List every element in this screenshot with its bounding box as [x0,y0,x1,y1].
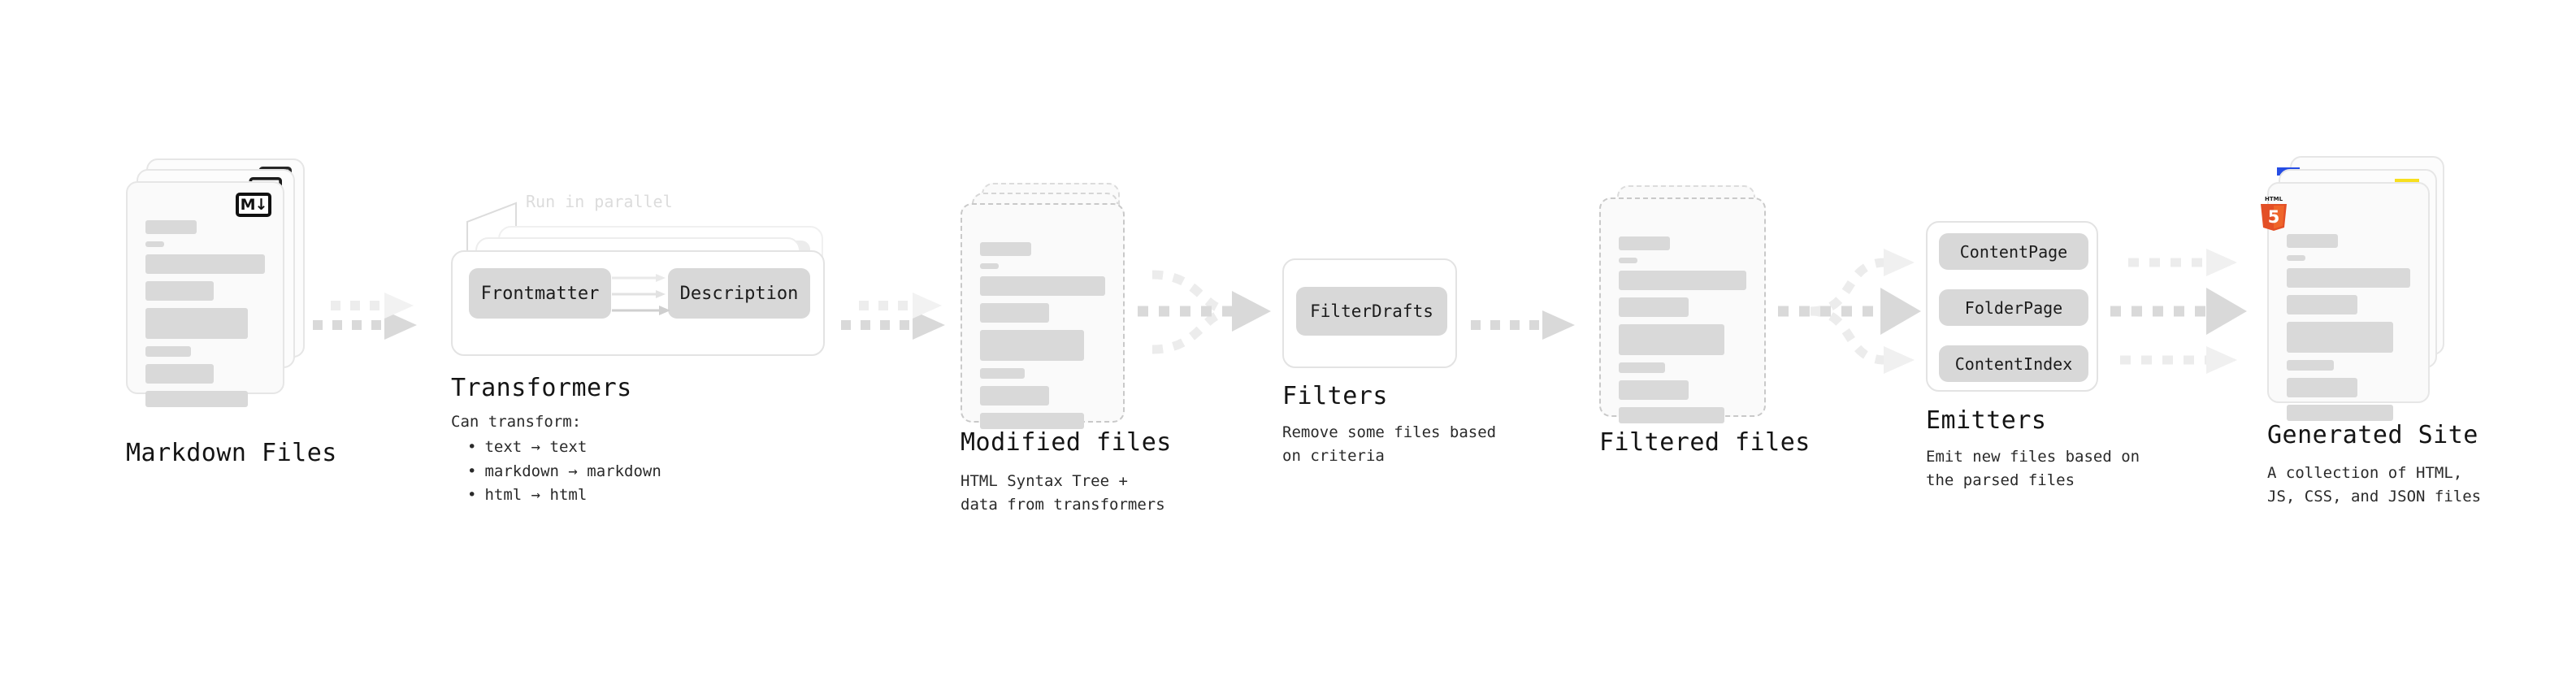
run-in-parallel-label: Run in parallel [526,192,673,211]
skeleton-bars [1619,236,1746,431]
svg-text:5: 5 [2268,207,2280,227]
markdown-badge-arrow: ↓ [254,195,268,214]
skeleton-bar [2287,378,2357,397]
skeleton-bar [2287,295,2357,314]
modified-files-stack [961,183,1139,429]
html5-badge: HTML 5 [2257,193,2290,231]
emitter-chip-contentpage[interactable]: ContentPage [1939,233,2088,270]
filtered-card-front [1599,197,1766,423]
transformers-title: Transformers [451,374,632,402]
markdown-badge: M↓ [236,193,271,217]
skeleton-bar [145,364,214,384]
arrow-modified-to-filters [1138,260,1284,366]
transformer-chip-frontmatter[interactable]: Frontmatter [469,268,611,319]
skeleton-bar [145,220,197,234]
skeleton-bar [1619,324,1725,355]
skeleton-bar [145,308,249,339]
skeleton-bar [1619,380,1689,400]
skeleton-bar [1619,271,1746,290]
filtered-files-stack [1599,185,1778,423]
skeleton-bar [980,276,1105,296]
emitter-chip-folderpage[interactable]: FolderPage [1939,289,2088,326]
skeleton-bar [980,386,1049,406]
emitter-chip-contentindex[interactable]: ContentIndex [1939,345,2088,382]
skeleton-bar [2287,268,2410,288]
arrow-filtered-to-emitters [1778,234,1932,388]
site-card-front: HTML 5 [2261,182,2430,421]
transformers-bullet: text → text [467,436,661,459]
emitters-box: ContentPage FolderPage ContentIndex [1926,221,2098,392]
generated-site-subtitle: A collection of HTML, JS, CSS, and JSON … [2267,464,2482,506]
transformer-chip-description[interactable]: Description [668,268,810,319]
skeleton-bar [145,391,249,407]
transformers-group: Run in parallel x x x x Frontmatter Desc… [451,192,833,358]
arrow-emitters-to-site [2110,234,2261,388]
arrow-markdown-to-transformers [313,286,418,343]
skeleton-bars [980,242,1105,436]
skeleton-bar [1619,258,1637,263]
skeleton-bar [1619,297,1689,317]
skeleton-bar [980,368,1026,379]
markdown-badge-letter: M [240,195,256,214]
skeleton-bar [980,242,1031,256]
arrow-filters-to-filtered [1471,286,1576,343]
filter-chip-filterdrafts[interactable]: FilterDrafts [1296,287,1447,336]
transformer-inner-arrows [612,274,670,315]
modified-card-front [961,203,1125,429]
skeleton-bar [2287,234,2338,248]
generated-site-title: Generated Site [2267,421,2478,449]
skeleton-bar [2287,360,2334,371]
generated-site-stack: HTML 5 [2261,156,2454,421]
skeleton-bar [2287,405,2393,421]
skeleton-bar [980,413,1084,429]
svg-text:HTML: HTML [2265,196,2283,202]
skeleton-bar [145,281,214,301]
skeleton-bar [2287,255,2305,261]
emitters-subtitle: Emit new files based on the parsed files [1926,448,2140,490]
transformers-bullet: markdown → markdown [467,460,661,484]
transformers-lead: Can transform: [451,413,582,431]
emitters-title: Emitters [1926,406,2047,435]
skeleton-bar [1619,362,1665,373]
markdown-card-front: M↓ [126,181,284,407]
skeleton-bars [145,220,265,414]
skeleton-bar [980,330,1084,361]
skeleton-bar [2287,322,2393,353]
filters-subtitle: Remove some files based on criteria [1282,423,1497,466]
skeleton-bar [1619,407,1725,423]
modified-files-subtitle: HTML Syntax Tree + data from transformer… [961,472,1165,514]
transformers-bullet: html → html [467,484,661,507]
markdown-files-title: Markdown Files [126,439,337,467]
skeleton-bar [145,254,265,274]
skeleton-bars [2287,234,2410,428]
transformers-bullet-list: text → text markdown → markdown html → h… [451,436,661,507]
filters-box: FilterDrafts [1282,258,1457,368]
filtered-files-title: Filtered files [1599,428,1811,457]
markdown-files-stack: M ↓ M ↓ M↓ [126,158,305,407]
skeleton-bar [1619,236,1670,250]
skeleton-bar [145,241,164,247]
transformers-description: Can transform: text → text markdown → ma… [451,410,661,508]
skeleton-bar [145,346,191,357]
skeleton-bar [980,263,999,269]
filters-title: Filters [1282,382,1388,410]
modified-files-title: Modified files [961,428,1172,457]
arrow-transformers-to-modified [841,286,947,343]
transformer-group-front: Frontmatter Description [451,250,825,356]
skeleton-bar [980,303,1049,323]
